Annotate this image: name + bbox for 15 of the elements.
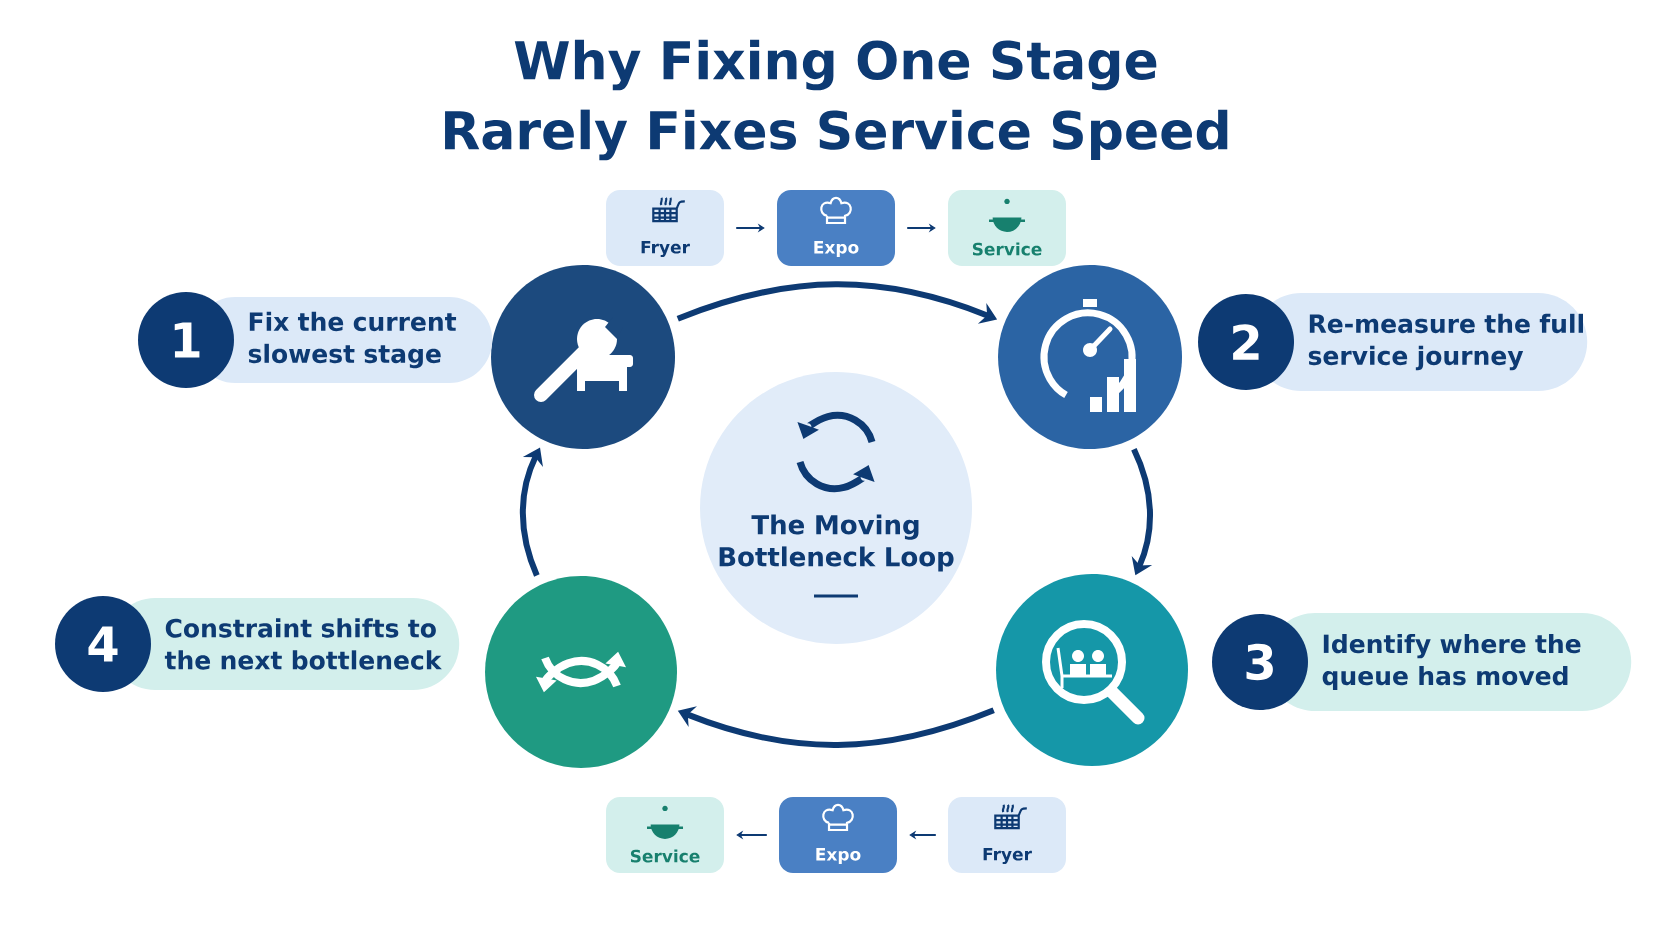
step-callout: 3 Identify where the queue has moved	[1212, 613, 1632, 711]
step-circle	[998, 265, 1182, 449]
stage-box: Expo	[777, 190, 895, 266]
step-circle	[485, 576, 677, 768]
stage-box: Service	[606, 797, 724, 873]
stage-box: Fryer	[606, 190, 724, 266]
stage-box: Expo	[779, 797, 897, 873]
title: Why Fixing One Stage Rarely Fixes Service Speed	[445, 39, 1228, 161]
step-circle	[491, 265, 675, 449]
step-callout: 4 Constraint shifts to the next bottleneck	[55, 596, 460, 692]
step-callout: 2 Re-measure the full service journey	[1198, 293, 1588, 391]
step-circle	[996, 574, 1188, 766]
stage-box: Service	[948, 190, 1066, 266]
step-callout: 1 Fix the current slowest stage	[138, 292, 493, 388]
stage-box: Fryer	[948, 797, 1066, 873]
